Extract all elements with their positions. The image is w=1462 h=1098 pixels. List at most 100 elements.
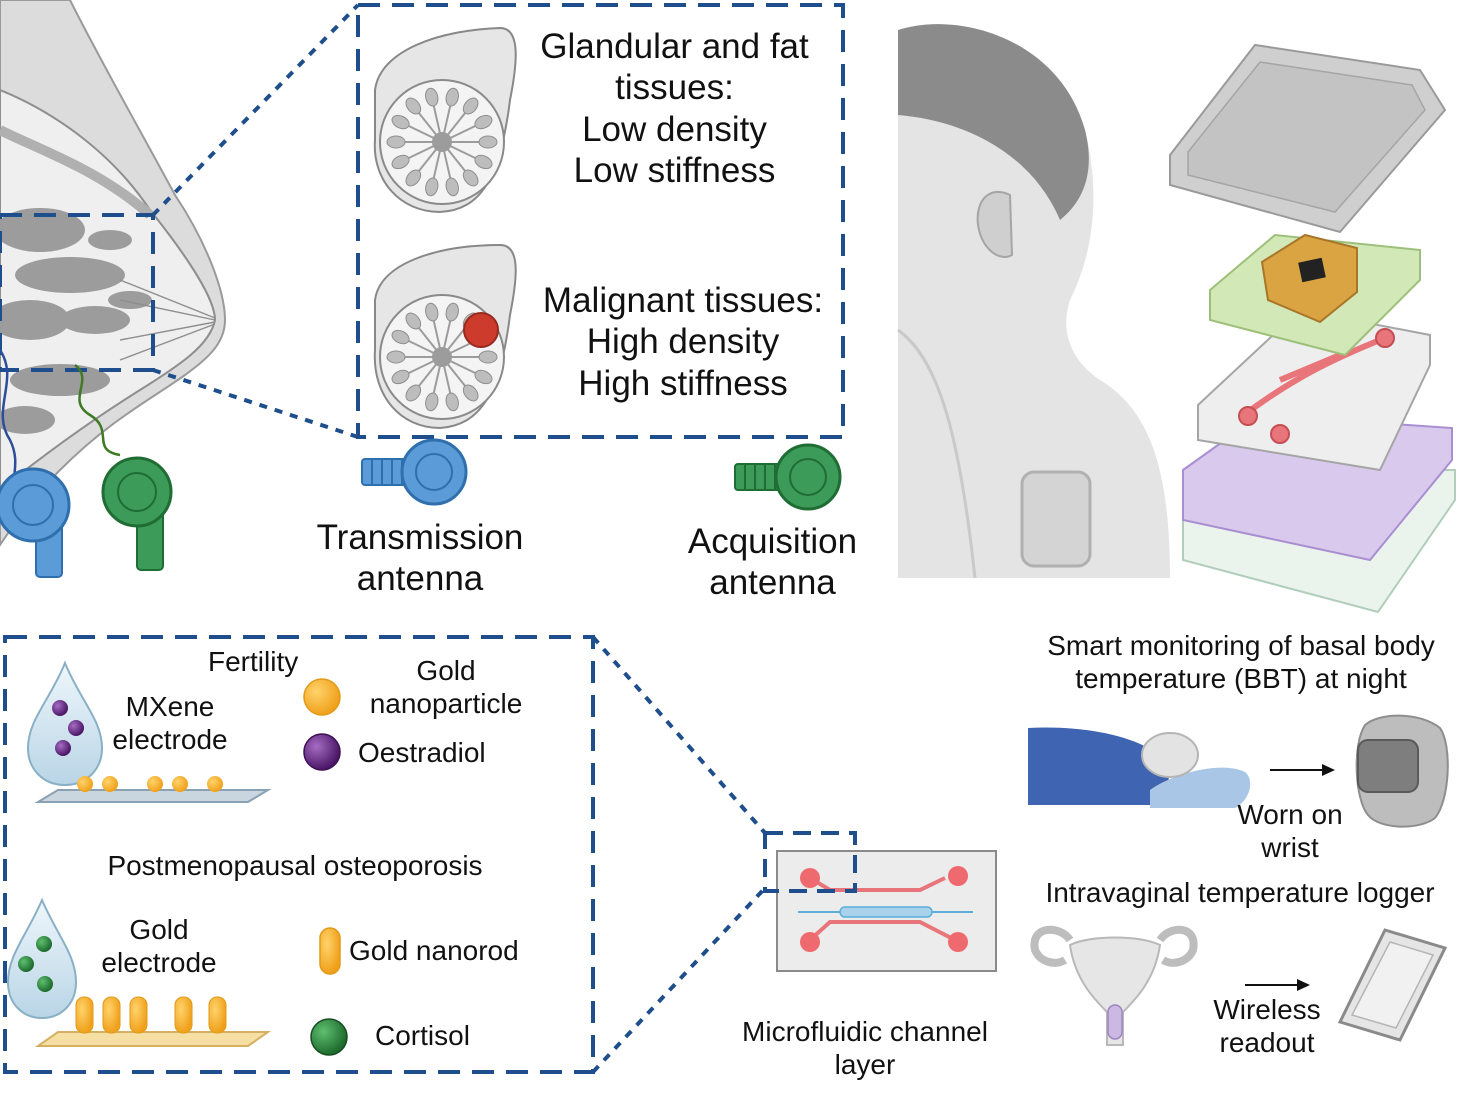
cortisol-label: Cortisol	[375, 1020, 470, 1051]
wireless-line-1: Wireless	[1213, 994, 1321, 1025]
gold-nanoparticle-icon	[303, 678, 341, 716]
gold-electrode-line-1: Gold	[129, 914, 189, 945]
zoom-connector-top	[151, 3, 360, 217]
lobule-duct	[415, 141, 443, 176]
microfluidic-label: Microfluidic channel layer	[722, 1015, 1008, 1081]
lobule-duct	[431, 356, 443, 399]
lobule-duct	[441, 356, 453, 399]
intravaginal-logger-label: Intravaginal temperature logger	[1045, 877, 1435, 908]
lobule	[462, 384, 479, 402]
lobule-duct	[441, 141, 469, 176]
green-cable	[74, 364, 121, 457]
lobule	[445, 177, 459, 197]
breast-zoom-box	[0, 213, 155, 372]
mxene-electrode-label: MXene electrode	[100, 690, 240, 756]
benign-line-3: Low density	[582, 109, 767, 149]
benign-line-1: Glandular and fat	[540, 27, 809, 66]
fertility-label: Fertility	[208, 646, 299, 677]
lobule	[405, 169, 422, 187]
lobule-duct	[441, 108, 469, 143]
lobule	[425, 177, 439, 197]
gold-electrode-line-2: electrode	[101, 947, 217, 979]
lobule	[425, 392, 439, 412]
chip-zoom-box	[763, 831, 857, 893]
lobule	[386, 350, 406, 364]
gold-electrode-label: Gold electrode	[88, 913, 230, 979]
lobule-duct	[403, 356, 443, 377]
smartphone	[1337, 928, 1448, 1042]
transmission-line-2: antenna	[356, 559, 484, 599]
wrist-watch	[1355, 714, 1449, 828]
mxene-electrode-plate	[34, 776, 272, 803]
lobule	[445, 87, 459, 107]
lobule-duct	[441, 356, 469, 391]
lobule-duct	[441, 356, 481, 377]
transmission-antenna-on-breast	[0, 467, 71, 578]
lobule	[478, 135, 498, 149]
lobule	[462, 97, 479, 115]
sensor-connector-bottom	[591, 886, 767, 1074]
zoom-connector-bottom	[152, 368, 359, 439]
benign-tissue-label: Glandular and fat tissues: Low density L…	[522, 26, 827, 191]
malignant-line-1: Malignant tissues:	[542, 281, 824, 320]
person-silhouette	[897, 24, 1170, 579]
arrow-to-phone-head	[1297, 979, 1310, 991]
acquisition-line-1: Acquisition	[687, 522, 858, 561]
lobule	[462, 169, 479, 187]
lobule	[405, 97, 422, 115]
lobule-duct	[415, 323, 443, 358]
lobule-duct	[403, 337, 443, 358]
arrow-to-watch-head	[1322, 764, 1335, 776]
lobule	[474, 154, 493, 170]
skin-patch	[1020, 470, 1092, 568]
wireless-readout-label: Wireless readout	[1200, 993, 1334, 1059]
lobule-duct	[441, 141, 481, 162]
bbt-line-2: temperature (BBT) at night	[1075, 663, 1407, 695]
gold-nanoparticle-label: Gold nanoparticle	[355, 654, 537, 720]
gold-nanorod-icon	[319, 927, 341, 975]
lobule	[391, 114, 410, 130]
lobule-duct	[441, 141, 453, 184]
lobule-duct	[431, 100, 443, 143]
gold-np-line-1: Gold	[416, 655, 476, 686]
mxene-line-2: electrode	[112, 724, 228, 756]
mxene-droplet	[26, 660, 104, 787]
sensor-connector-top	[591, 635, 767, 835]
lobule	[391, 154, 410, 170]
mxene-line-1: MXene	[125, 691, 215, 722]
transmission-line-1: Transmission	[316, 518, 524, 557]
tissue-comparison-box	[356, 3, 845, 439]
benign-line-2: tissues:	[615, 68, 734, 108]
lobule	[478, 350, 498, 364]
tumor-mass	[463, 312, 499, 348]
lobule	[405, 384, 422, 402]
lobule	[474, 114, 493, 130]
lobule	[386, 135, 406, 149]
lobule	[474, 369, 493, 385]
bbt-monitoring-label: Smart monitoring of basal body temperatu…	[1018, 629, 1462, 695]
lobule-duct	[441, 122, 481, 143]
microfluidic-line-2: layer	[834, 1049, 896, 1081]
oestradiol-icon	[303, 733, 341, 771]
bbt-line-1: Smart monitoring of basal body	[1047, 630, 1435, 661]
acquisition-line-2: antenna	[709, 563, 836, 603]
gold-electrode-plate	[34, 996, 272, 1047]
lobule-duct	[415, 356, 443, 391]
lobule	[405, 312, 422, 330]
transmission-antenna-label: Transmission antenna	[300, 517, 540, 600]
uterus-illustration	[1030, 925, 1198, 1046]
malignant-line-2: High density	[586, 322, 780, 362]
patch-exploded-layers	[1169, 43, 1456, 614]
wireless-line-2: readout	[1219, 1027, 1315, 1059]
sleeping-person	[1028, 727, 1251, 808]
wrist-line-1: Worn on	[1237, 799, 1343, 830]
gold-np-line-2: nanoparticle	[369, 688, 523, 720]
lobule	[391, 369, 410, 385]
lobule-duct	[403, 122, 443, 143]
acquisition-antenna-label: Acquisition antenna	[670, 521, 875, 604]
transmission-antenna-icon	[361, 438, 468, 506]
lobule	[445, 302, 459, 322]
lobule	[425, 87, 439, 107]
acquisition-antenna-icon	[734, 443, 842, 511]
microfluidic-chip	[776, 850, 997, 972]
